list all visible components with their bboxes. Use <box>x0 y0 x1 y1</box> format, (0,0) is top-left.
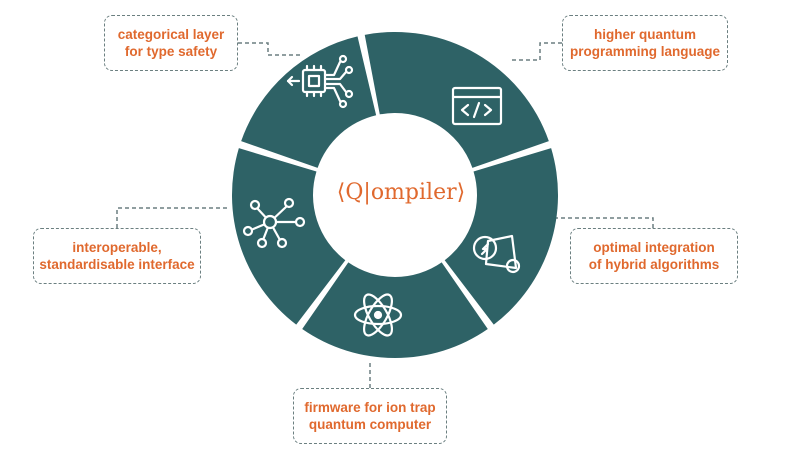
code-window-icon <box>451 86 503 126</box>
connector-mid-left <box>116 207 230 228</box>
connector-top-right <box>510 42 562 61</box>
chip-network-icon <box>286 54 354 109</box>
segment-programming-language <box>444 148 559 325</box>
callout-label: higher quantum programming language <box>569 27 721 59</box>
callout-interface: interoperable, standardisable interface <box>33 228 201 284</box>
callout-firmware: firmware for ion trap quantum computer <box>293 388 447 444</box>
segment-type-safety <box>364 31 549 168</box>
callout-label: firmware for ion trap quantum computer <box>304 400 436 432</box>
segment-firmware <box>231 148 346 325</box>
hub-network-icon <box>242 197 306 249</box>
atom-icon <box>353 293 403 337</box>
callout-label: optimal integration of hybrid algorithms <box>588 240 720 272</box>
callout-label: interoperable, standardisable interface <box>39 240 195 272</box>
callout-type-safety: categorical layer for type safety <box>104 15 238 71</box>
belt-drive-icon <box>472 234 521 274</box>
connector-mid-right <box>548 217 654 228</box>
connector-top-left <box>238 42 300 56</box>
center-title: ⟨Q|ompiler⟩ <box>336 179 466 205</box>
callout-hybrid-algorithms: optimal integration of hybrid algorithms <box>570 228 738 284</box>
callout-programming-language: higher quantum programming language <box>562 15 728 71</box>
segment-interface <box>241 36 377 168</box>
callout-label: categorical layer for type safety <box>117 27 225 59</box>
segment-hybrid-algorithms <box>302 262 488 358</box>
